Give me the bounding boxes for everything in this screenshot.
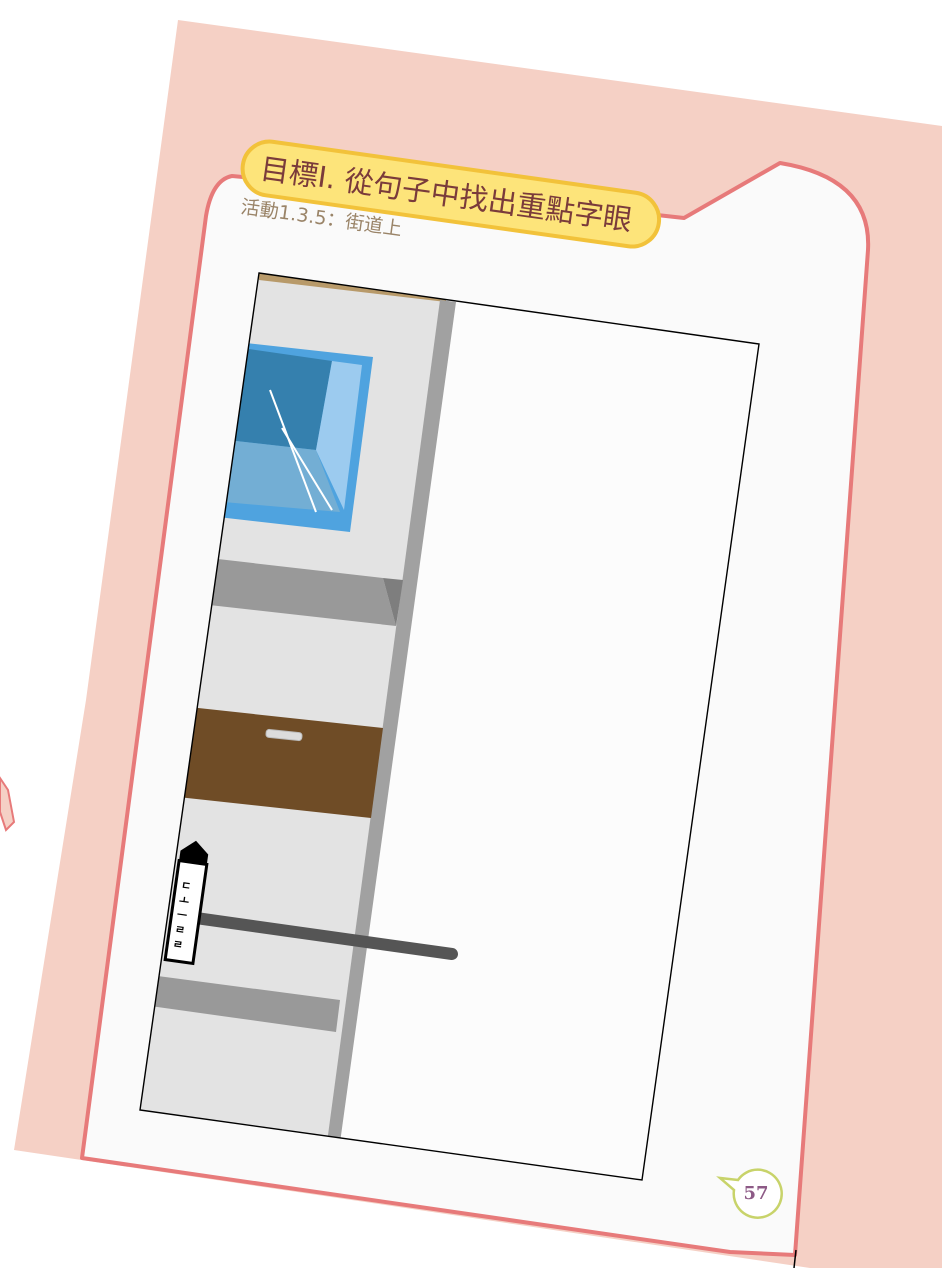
illustration-frame	[139, 272, 760, 1181]
window-glass-lower	[200, 437, 340, 512]
page-edge-fragment	[0, 776, 16, 832]
crop-mark	[793, 1249, 797, 1268]
goal-title-badge	[240, 139, 662, 249]
window-glare	[269, 389, 317, 513]
wooden-drawer	[160, 705, 383, 818]
wall-ledge-side	[383, 578, 403, 626]
window-side-panel	[316, 361, 362, 510]
page-number: 57	[743, 1183, 768, 1204]
page-number-bubble	[716, 1168, 783, 1219]
hanging-sign: ㄷ ㅗ ㅡ ㄹ ㄹ	[163, 840, 209, 966]
lower-ledge	[150, 975, 340, 1032]
wall-ledge	[200, 557, 396, 626]
sign-pole	[190, 912, 458, 960]
window-glare-2	[281, 427, 333, 511]
drawer-handle	[265, 728, 303, 742]
